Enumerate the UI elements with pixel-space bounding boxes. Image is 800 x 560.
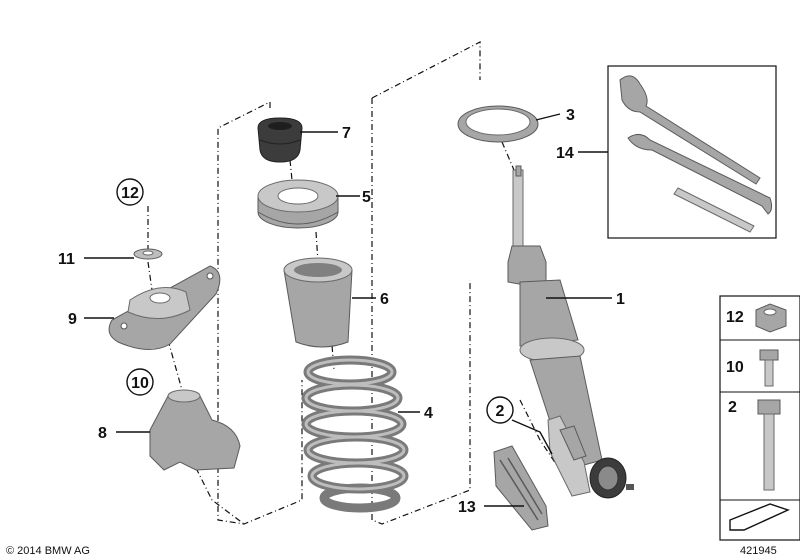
leader-lines xyxy=(84,113,612,507)
direction-arrow-icon xyxy=(729,503,790,531)
copyright-text: © 2014 BMW AG xyxy=(6,545,90,557)
part-2-bracket xyxy=(547,415,591,497)
part-13-protective-plate xyxy=(493,445,549,531)
tool-set-box xyxy=(607,65,777,239)
part-8-support-cup xyxy=(149,389,241,471)
callout-5: 5 xyxy=(362,189,371,206)
callout-6: 6 xyxy=(380,291,389,308)
part-5-spring-seat xyxy=(257,179,339,229)
callout-4: 4 xyxy=(424,405,433,422)
part-7-bump-stop xyxy=(257,117,303,163)
callout-1: 1 xyxy=(616,291,625,308)
diagram-number: 421945 xyxy=(740,545,777,557)
part-1-shock-absorber xyxy=(507,165,634,499)
callout-7: 7 xyxy=(342,125,351,142)
part-4-coil-spring xyxy=(301,355,409,513)
callout-8: 8 xyxy=(98,425,107,442)
part-3-washer xyxy=(457,105,539,143)
fastener-legend xyxy=(719,295,800,541)
callout-9: 9 xyxy=(68,311,77,328)
callout-3: 3 xyxy=(566,107,575,124)
part-11-washer xyxy=(133,248,163,260)
legend-label-12: 12 xyxy=(726,309,744,326)
part-6-dust-boot xyxy=(283,257,353,348)
callout-10: 10 xyxy=(131,375,149,392)
callout-13: 13 xyxy=(458,499,476,516)
callout-2: 2 xyxy=(496,403,505,420)
legend-label-2: 2 xyxy=(728,399,737,416)
callout-12: 12 xyxy=(121,185,139,202)
callout-11: 11 xyxy=(58,251,75,268)
part-9-top-mount xyxy=(108,265,221,350)
circled-callouts xyxy=(116,178,514,424)
legend-label-10: 10 xyxy=(726,359,744,376)
callout-14: 14 xyxy=(556,145,574,162)
